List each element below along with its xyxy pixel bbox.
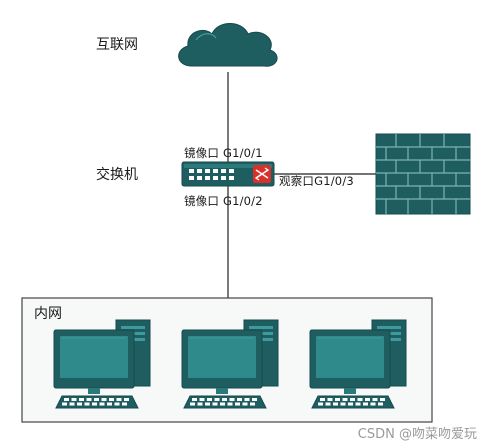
switch-alert-icon	[253, 165, 271, 183]
keyboard-icon	[55, 395, 139, 409]
lan-label: 内网	[34, 306, 62, 322]
internet-label: 互联网	[96, 37, 138, 53]
observe-port-label: 观察口G1/0/3	[279, 174, 354, 188]
keyboard-icon	[311, 395, 395, 409]
keyboard-icon	[183, 395, 267, 409]
cloud-icon	[178, 23, 278, 67]
mirror-port-2-label: 镜像口 G1/0/2	[184, 194, 263, 208]
mirror-port-1-label: 镜像口 G1/0/1	[184, 146, 263, 160]
brick-firewall-icon	[375, 133, 471, 215]
network-switch-icon	[181, 161, 275, 187]
desktop-computer-icon	[309, 319, 407, 409]
watermark: CSDN @吻菜吻爱玩	[357, 427, 477, 442]
switch-label: 交换机	[96, 167, 138, 183]
lan-hosts	[53, 319, 407, 409]
desktop-computer-icon	[181, 319, 279, 409]
desktop-computer-icon	[53, 319, 151, 409]
